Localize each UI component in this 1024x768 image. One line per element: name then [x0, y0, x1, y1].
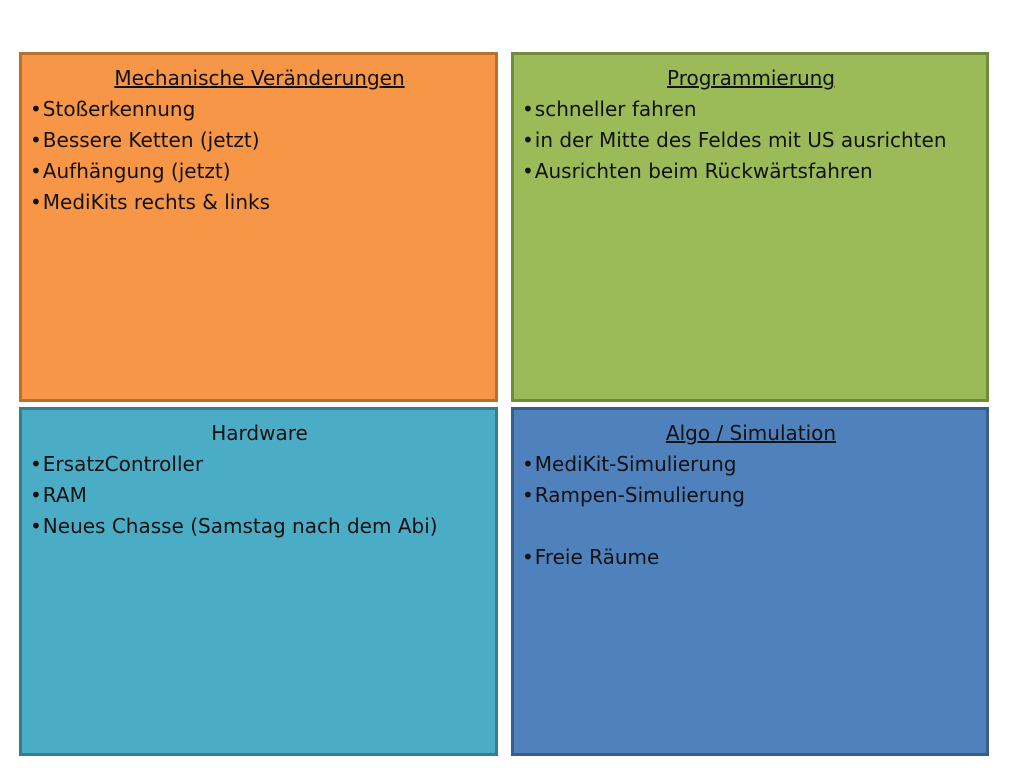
item-text: Rampen-Simulierung	[534, 483, 745, 507]
list-item: •Freie Räume	[522, 542, 980, 573]
bullet-icon: •	[30, 159, 42, 183]
list-item: •Aufhängung (jetzt)	[30, 156, 489, 187]
list-item: •Bessere Ketten (jetzt)	[30, 125, 489, 156]
bullet-icon: •	[522, 483, 534, 507]
item-list: •ErsatzController •RAM •Neues Chasse (Sa…	[30, 449, 489, 542]
bullet-icon: •	[522, 452, 534, 476]
list-item: •RAM	[30, 480, 489, 511]
list-item: •Rampen-Simulierung	[522, 480, 980, 511]
item-list: •Stoßerkennung •Bessere Ketten (jetzt) •…	[30, 94, 489, 218]
bullet-icon: •	[522, 128, 534, 152]
list-item: •ErsatzController	[30, 449, 489, 480]
list-spacer	[522, 511, 980, 542]
item-text: Stoßerkennung	[42, 97, 196, 121]
list-item: •Stoßerkennung	[30, 94, 489, 125]
quadrant-algo-simulation: Algo / Simulation •MediKit-Simulierung •…	[511, 407, 989, 756]
quadrant-hardware: Hardware •ErsatzController •RAM •Neues C…	[19, 407, 498, 756]
bullet-icon: •	[30, 514, 42, 538]
list-item: •in der Mitte des Feldes mit US ausricht…	[522, 125, 980, 156]
bullet-icon: •	[30, 97, 42, 121]
bullet-icon: •	[30, 483, 42, 507]
item-list: •MediKit-Simulierung •Rampen-Simulierung…	[522, 449, 980, 573]
item-text: in der Mitte des Feldes mit US ausrichte…	[534, 128, 947, 152]
bullet-icon: •	[522, 97, 534, 121]
bullet-icon: •	[30, 452, 42, 476]
quadrant-title: Mechanische Veränderungen	[114, 66, 405, 90]
item-text: MediKits rechts & links	[42, 190, 271, 214]
bullet-icon: •	[522, 159, 534, 183]
list-item: •schneller fahren	[522, 94, 980, 125]
item-text: MediKit-Simulierung	[534, 452, 737, 476]
item-text: ErsatzController	[42, 452, 204, 476]
list-item: •MediKits rechts & links	[30, 187, 489, 218]
quadrant-mechanical-changes: Mechanische Veränderungen •Stoßerkennung…	[19, 52, 498, 402]
bullet-icon: •	[522, 545, 534, 569]
bullet-icon: •	[30, 190, 42, 214]
list-item: •Ausrichten beim Rückwärtsfahren	[522, 156, 980, 187]
bullet-icon: •	[30, 128, 42, 152]
quadrant-title: Algo / Simulation	[665, 421, 837, 445]
item-text: Freie Räume	[534, 545, 660, 569]
item-text: schneller fahren	[534, 97, 697, 121]
item-text: RAM	[42, 483, 87, 507]
item-text: Ausrichten beim Rückwärtsfahren	[534, 159, 873, 183]
item-list: •schneller fahren •in der Mitte des Feld…	[522, 94, 980, 187]
list-item: •MediKit-Simulierung	[522, 449, 980, 480]
list-item: •Neues Chasse (Samstag nach dem Abi)	[30, 511, 489, 542]
item-text: Aufhängung (jetzt)	[42, 159, 231, 183]
quadrant-programming: Programmierung •schneller fahren •in der…	[511, 52, 989, 402]
item-text: Neues Chasse (Samstag nach dem Abi)	[42, 514, 438, 538]
quadrant-title: Programmierung	[667, 66, 835, 90]
item-text: Bessere Ketten (jetzt)	[42, 128, 260, 152]
quadrant-title: Hardware	[211, 421, 308, 445]
